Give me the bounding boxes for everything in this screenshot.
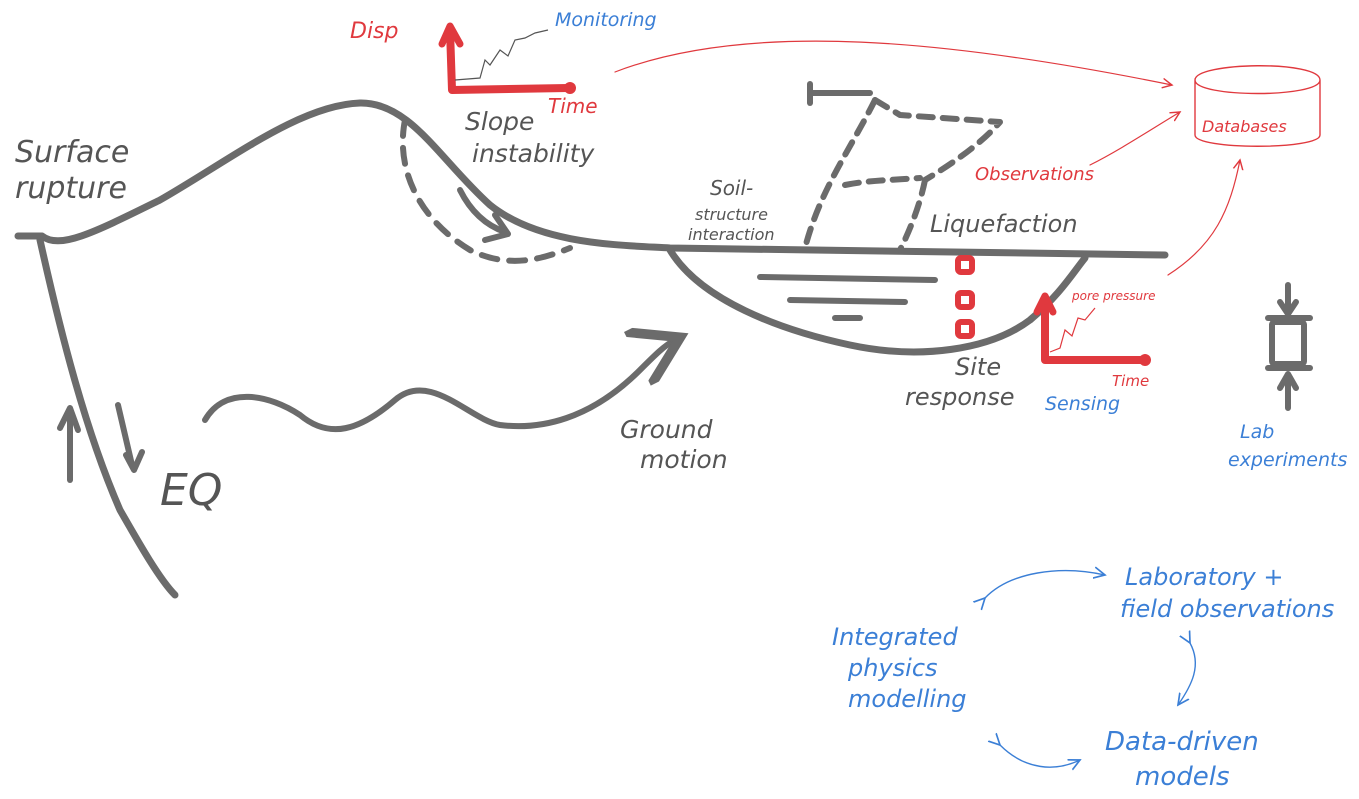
lab-title-line-1: Lab <box>1240 421 1274 443</box>
sensing-to-database-arrow <box>1167 160 1240 276</box>
monitoring-y-label: Disp <box>350 19 398 44</box>
cycle-physics-line-3: modelling <box>848 685 967 713</box>
fault-arrowhead-up <box>57 405 81 433</box>
fault-arrowhead-down <box>123 449 145 473</box>
cycle-physics-line-1: Integrated <box>832 623 958 651</box>
sensing-signal <box>1049 307 1096 353</box>
observations-to-database-arrow <box>1089 112 1180 166</box>
research-cycle: Laboratory + field observations Integrat… <box>832 563 1334 792</box>
ground-profile <box>14 99 1169 599</box>
floor-1 <box>842 175 923 188</box>
right-column <box>897 177 928 253</box>
slide-arrow <box>457 187 508 235</box>
surface-rupture-line-2: rupture <box>15 171 127 206</box>
lab-sample <box>1269 319 1307 367</box>
monitoring-title: Monitoring <box>555 9 657 31</box>
cycle-arrow-physics-lab <box>985 571 1105 598</box>
structure <box>802 81 1003 253</box>
sensor-2 <box>955 290 975 310</box>
cycle-arrow-lab-data <box>1178 643 1197 705</box>
site-response-line-2: response <box>905 383 1015 411</box>
eq-label: EQ <box>160 465 222 516</box>
monitoring-y-arrowhead <box>438 22 464 48</box>
ground-motion-line-1: Ground <box>620 415 713 444</box>
surface-rupture-line-1: Surface <box>15 135 129 170</box>
cycle-data-driven-line-1: Data-driven <box>1105 727 1259 757</box>
soil-structure-line-3: interaction <box>688 225 775 244</box>
ground-motion-line-2: motion <box>640 445 728 474</box>
monitoring-x-endpoint <box>564 82 576 94</box>
lab-title-line-2: experiments <box>1228 449 1347 471</box>
cycle-lab-field-line-2: field observations <box>1120 595 1334 623</box>
slide-arrowhead <box>482 212 511 243</box>
fault-arrow-down <box>115 402 135 468</box>
slope-instability-line-2: instability <box>472 139 595 168</box>
site-response-line-1: Site <box>955 353 1001 381</box>
soil-structure-line-1: Soil- <box>710 176 753 200</box>
cycle-lab-field-line-1: Laboratory + <box>1125 563 1283 591</box>
cycle-arrow-data-physics <box>1000 745 1080 767</box>
slip-surface <box>399 117 573 264</box>
sensor-1 <box>955 255 975 275</box>
cycle-physics-line-2: physics <box>847 654 938 682</box>
ground-motion-wave <box>202 340 675 433</box>
fault-offset-arrows <box>57 402 145 483</box>
left-column <box>802 97 878 251</box>
sensing-x-endpoint <box>1139 354 1151 366</box>
monitoring-axes <box>446 26 572 94</box>
monitoring-to-database-arrow <box>614 40 1172 85</box>
monitoring-x-label: Time <box>548 94 598 118</box>
liquefaction-label: Liquefaction <box>930 210 1078 238</box>
sensing-x-label: Time <box>1112 372 1149 390</box>
sensing-y-arrowhead <box>1033 292 1057 316</box>
landslide <box>399 117 573 264</box>
soil-structure-line-2: structure <box>695 205 768 224</box>
cycle-data-driven-line-2: models <box>1135 762 1230 792</box>
observations-label: Observations <box>975 164 1094 185</box>
basin-outline <box>666 246 1089 356</box>
sensing-title: Sensing <box>1045 393 1120 415</box>
ground-surface-line <box>14 99 1169 259</box>
database-cylinder <box>1194 65 1321 147</box>
lab-apparatus <box>1265 282 1313 411</box>
sensing-y-label: pore pressure <box>1071 289 1155 303</box>
lab-bottom-arrow <box>1277 371 1299 411</box>
upper-frame <box>872 97 1003 183</box>
sensing-plot: pore pressure Time Sensing <box>1033 289 1155 415</box>
lab-top-arrow <box>1277 299 1299 317</box>
monitoring-signal <box>454 29 549 81</box>
data-flow: Databases Observations <box>614 40 1321 276</box>
sensor-3 <box>955 319 975 339</box>
fault-line <box>36 236 179 599</box>
water-table-line-2 <box>787 297 908 305</box>
sensor-array <box>955 255 975 339</box>
monitoring-plot: Disp Time Monitoring <box>350 9 657 118</box>
database-label: Databases <box>1202 117 1287 136</box>
slope-instability-line-1: Slope <box>465 107 534 136</box>
sensing-axes <box>1041 304 1146 364</box>
water-table-line-1 <box>757 274 938 283</box>
